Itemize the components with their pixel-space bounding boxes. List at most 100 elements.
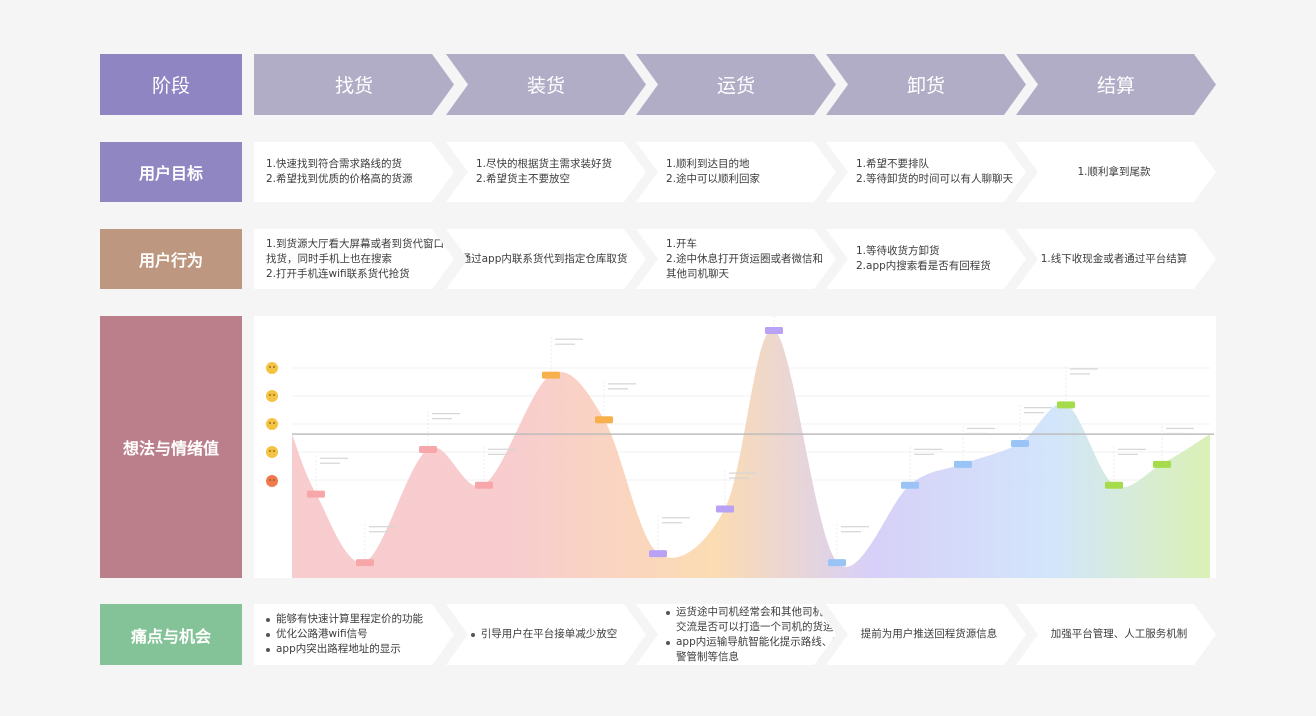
card-line: 1.线下收现金或者通过平台结算 — [1040, 252, 1188, 265]
behavior-row-label: 用户行为 — [100, 229, 242, 289]
goal-card-4: 1.希望不要排队 2.等待卸货的时间可以有人聊聊天 — [826, 142, 1026, 202]
goal-card-1: 1.快速找到符合需求路线的货 2.希望找到优质的价格高的货源 — [254, 142, 454, 202]
card-line: 1.等待收货方卸货 — [856, 245, 940, 257]
pain-card-4: 提前为用户推送回程货源信息 — [826, 604, 1026, 665]
behavior-card-2: 通过app内联系货代到指定仓库取货 — [446, 229, 646, 289]
card-text: 1.顺利拿到尾款 — [1077, 165, 1150, 180]
annotation-note — [729, 477, 749, 479]
goal-row-label: 用户目标 — [100, 142, 242, 202]
card-line: app内运输导航智能化提示路线、交 — [666, 635, 844, 650]
goal-card-2: 1.尽快的根据货主需求装好货 2.希望货主不要放空 — [446, 142, 646, 202]
emotion-face-icon — [266, 446, 278, 458]
emotion-eye — [273, 366, 275, 368]
card-line: 2.希望货主不要放空 — [476, 173, 571, 185]
card-line: 找货，同时手机上也在搜索 — [266, 252, 392, 265]
card-line: 能够有快速计算里程定价的功能 — [266, 612, 423, 627]
annotation-note — [488, 448, 516, 450]
emotion-face-icon — [266, 418, 278, 430]
pain-card-5: 加强平台管理、人工服务机制 — [1016, 604, 1216, 665]
emotion-row-label: 想法与情绪值 — [100, 316, 242, 578]
card-line: 通过app内联系货代到指定仓库取货 — [460, 252, 628, 265]
card-line: 优化公路港wifi信号 — [266, 627, 423, 642]
card-line: 加强平台管理、人工服务机制 — [1050, 628, 1188, 640]
pain-row-label: 痛点与机会 — [100, 604, 242, 665]
card-line: 1.尽快的根据货主需求装好货 — [476, 158, 613, 170]
annotation-note — [555, 343, 575, 345]
card-line: 2.希望找到优质的价格高的货源 — [266, 173, 413, 185]
annotation-note — [729, 472, 757, 474]
annotation-note — [662, 517, 690, 519]
annotation-note — [967, 432, 987, 435]
card-line: 引导用户在平台接单减少放空 — [471, 627, 618, 642]
emotion-eye — [273, 394, 275, 396]
emotion-point-marker — [419, 446, 437, 453]
annotation-note — [432, 413, 460, 415]
annotation-note — [320, 457, 348, 459]
emotion-point-marker — [307, 490, 325, 498]
annotation-note — [608, 383, 636, 385]
emotion-eye — [273, 479, 275, 481]
emotion-point-marker — [475, 481, 493, 489]
annotation-note — [662, 522, 682, 524]
stage-3: 运货 — [636, 54, 836, 115]
annotation-note — [841, 531, 861, 533]
card-line: 交流是否可以打造一个司机的货运圈 — [676, 620, 844, 633]
card-text: 通过app内联系货代到指定仓库取货 — [461, 252, 628, 267]
annotation-note — [608, 388, 628, 390]
card-text: 1.尽快的根据货主需求装好货 2.希望货主不要放空 — [476, 157, 612, 187]
emotion-eye — [269, 366, 271, 368]
emotion-curve-svg — [266, 316, 1214, 578]
emotion-point-marker — [901, 481, 919, 489]
annotation-note — [369, 526, 397, 528]
emotion-point-marker — [954, 460, 972, 468]
emotion-point-marker — [649, 550, 667, 558]
annotation-note — [1166, 432, 1186, 435]
annotation-note — [1118, 453, 1138, 455]
emotion-eye — [269, 394, 271, 396]
emotion-face-icon — [266, 362, 278, 374]
annotation-note — [1070, 373, 1090, 375]
annotation-note — [914, 448, 942, 450]
annotation-note — [432, 418, 452, 420]
card-line: 1.快速找到符合需求路线的货 — [266, 158, 403, 170]
emotion-point-marker — [716, 505, 734, 513]
card-line: 2.等待卸货的时间可以有人聊聊天 — [856, 173, 1014, 185]
annotation-note — [967, 427, 995, 430]
annotation-note — [1024, 412, 1044, 414]
card-text: 加强平台管理、人工服务机制 — [1041, 627, 1188, 642]
card-line: 2.途中可以顺利回家 — [666, 173, 761, 185]
card-line: 2.打开手机连wifi联系货代抢货 — [266, 267, 410, 280]
emotion-eye — [269, 450, 271, 452]
emotion-point-marker — [765, 326, 783, 334]
emotion-point-marker — [542, 371, 560, 379]
card-text: 引导用户在平台接单减少放空 — [471, 627, 618, 642]
annotation-note — [555, 338, 583, 340]
annotation-note — [488, 453, 508, 455]
emotion-eye — [269, 422, 271, 424]
emotion-point-marker — [1105, 481, 1123, 489]
annotation-note — [1024, 407, 1052, 409]
emotion-face-icon — [266, 475, 278, 487]
annotation-note — [369, 531, 389, 533]
card-line: 提前为用户推送回程货源信息 — [860, 628, 998, 640]
card-line: 1.开车 — [666, 237, 698, 250]
card-line: 2.途中休息打开货运圈或者微信和 — [666, 252, 824, 265]
emotion-area — [292, 329, 1210, 578]
emotion-point-marker — [1011, 440, 1029, 448]
card-line: 1.希望不要排队 — [856, 158, 930, 170]
stage-4: 卸货 — [826, 54, 1026, 115]
emotion-point-marker — [1153, 460, 1171, 468]
emotion-chart — [254, 316, 1216, 578]
behavior-card-5: 1.线下收现金或者通过平台结算 — [1016, 229, 1216, 289]
card-line: app内突出路程地址的显示 — [266, 642, 423, 657]
